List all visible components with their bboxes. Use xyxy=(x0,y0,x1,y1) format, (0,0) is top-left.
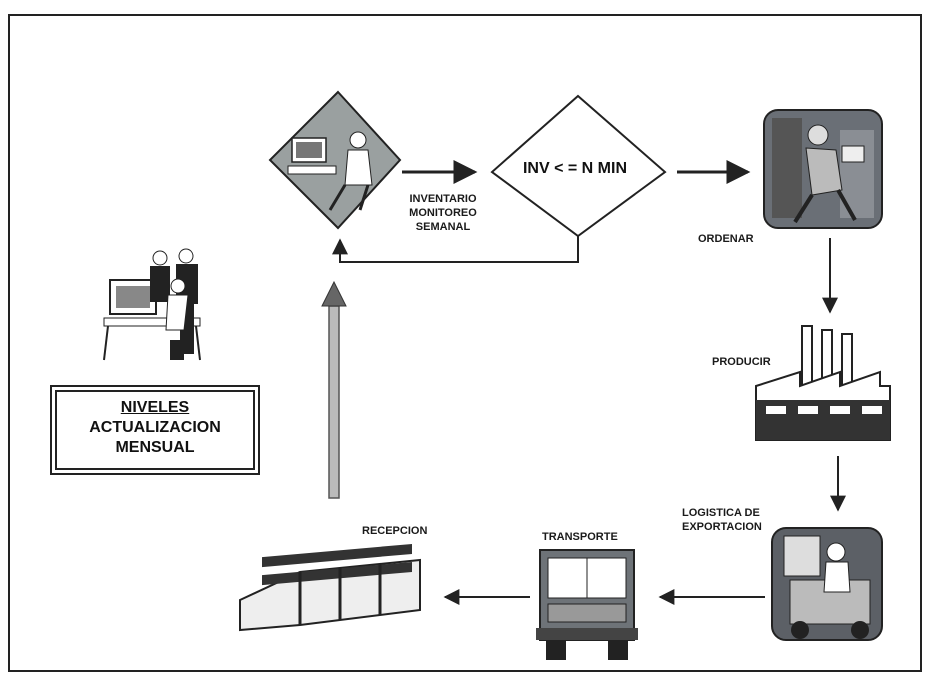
label-inventario-line1: INVENTARIO xyxy=(409,193,477,205)
levels-title: NIVELES xyxy=(120,399,190,416)
arrow-reception-to-monitor xyxy=(321,280,347,499)
decision-condition: INV < = N MIN xyxy=(522,160,628,177)
label-inventario-line2: MONITOREO xyxy=(409,207,477,219)
forklift-icon xyxy=(771,527,883,641)
label-logistica-line2: EXPORTACION xyxy=(682,521,762,533)
building-icon xyxy=(239,543,421,632)
label-inventario-line3: SEMANAL xyxy=(415,221,471,233)
factory-icon xyxy=(755,325,891,441)
levels-line2: ACTUALIZACION xyxy=(89,419,221,436)
label-logistica: LOGISTICA DE EXPORTACION xyxy=(682,506,762,534)
label-recepcion: RECEPCION xyxy=(362,525,428,537)
office-team-icon xyxy=(103,248,201,361)
levels-box: NIVELES ACTUALIZACION MENSUAL xyxy=(55,390,255,470)
label-producir: PRODUCIR xyxy=(712,356,771,368)
label-ordenar: ORDENAR xyxy=(698,233,754,245)
arrow-loop-back xyxy=(332,236,579,263)
monitoring-icon xyxy=(268,90,402,230)
label-inventario: INVENTARIO MONITOREO SEMANAL xyxy=(398,192,488,234)
truck-icon xyxy=(536,549,638,660)
label-logistica-line1: LOGISTICA DE xyxy=(682,507,760,519)
levels-line3: MENSUAL xyxy=(115,439,195,456)
order-icon xyxy=(763,109,883,229)
label-transporte: TRANSPORTE xyxy=(542,531,618,543)
